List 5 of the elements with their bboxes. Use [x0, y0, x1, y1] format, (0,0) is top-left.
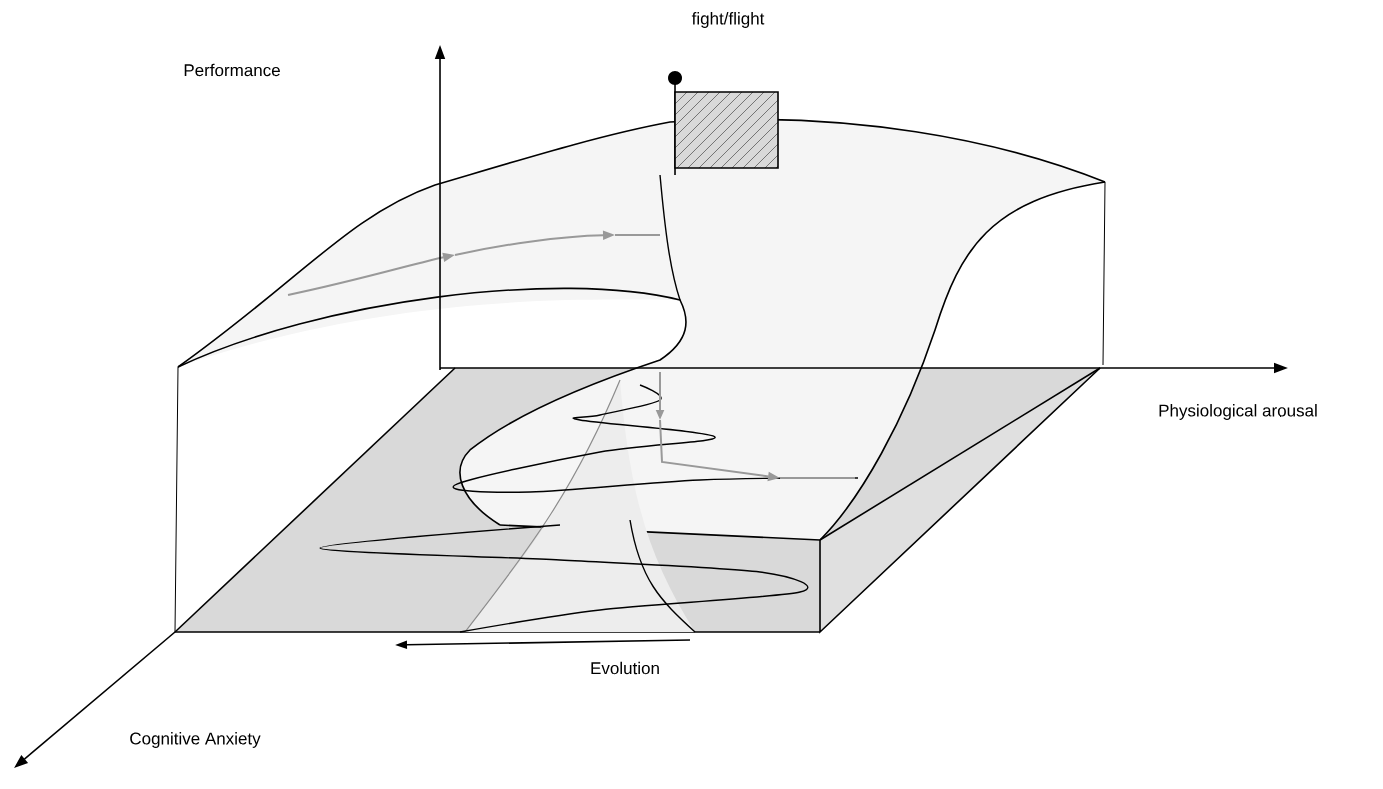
- axis-label: Cognitive Anxiety: [130, 732, 261, 748]
- axis-label: fight/flight: [691, 12, 765, 28]
- axis-label: Performance: [184, 63, 280, 77]
- axis-label: Physiological arousal: [1159, 404, 1317, 420]
- axis-label: Evolution: [591, 661, 659, 675]
